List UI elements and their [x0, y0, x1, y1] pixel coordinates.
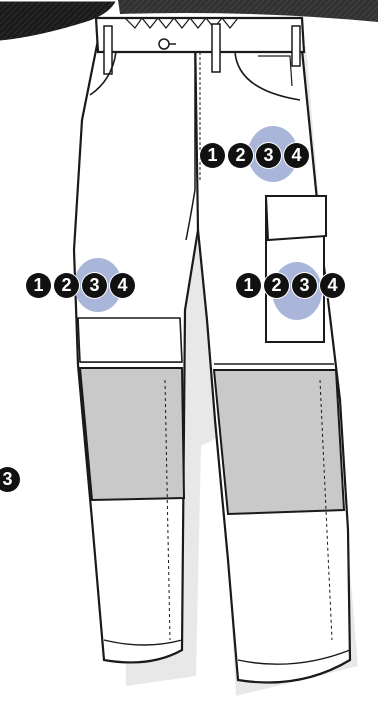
number-badge: 4	[110, 273, 135, 298]
number-badge: 2	[228, 143, 253, 168]
number-badge: 2	[264, 273, 289, 298]
badge-group-cargo-pocket: 1 2 3 4	[236, 273, 345, 298]
waistband	[96, 18, 304, 52]
number-badge: 3	[82, 273, 107, 298]
belt-loop	[104, 26, 112, 74]
number-badge: 2	[54, 273, 79, 298]
number-badge: 4	[284, 143, 309, 168]
belt-loop	[212, 24, 220, 72]
number-badge: 1	[26, 273, 51, 298]
badge-group-hip-pocket: 1 2 3 4	[200, 143, 309, 168]
number-badge: 4	[320, 273, 345, 298]
number-badge: 3	[292, 273, 317, 298]
right-knee-panel	[214, 370, 344, 514]
number-badge: 3	[256, 143, 281, 168]
number-badge: 1	[236, 273, 261, 298]
number-badge: 1	[200, 143, 225, 168]
left-knee-panel	[80, 368, 184, 500]
belt-loop	[292, 26, 300, 66]
badge-group-front-thigh: 1 2 3 4	[26, 273, 135, 298]
cargo-pocket-flap	[266, 196, 326, 240]
